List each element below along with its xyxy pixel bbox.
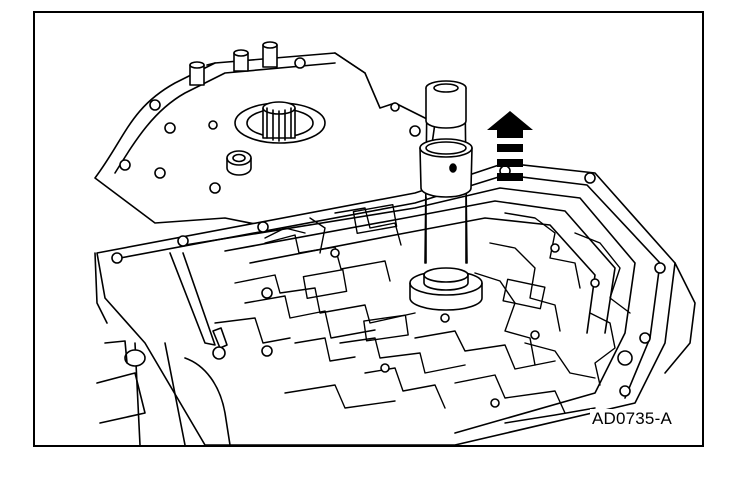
valve-body-bolts [111, 57, 666, 408]
transmission-illustration [94, 41, 696, 445]
figure-frame: AD0735-A [33, 11, 704, 447]
tool-shaft [409, 80, 483, 311]
manual-lever-linkage [96, 252, 231, 445]
figure-id-label: AD0735-A [589, 409, 674, 429]
housing-studs [189, 41, 278, 86]
up-arrow-icon [487, 111, 533, 181]
valve-body-channels [214, 203, 631, 424]
pump-gear [226, 101, 326, 176]
